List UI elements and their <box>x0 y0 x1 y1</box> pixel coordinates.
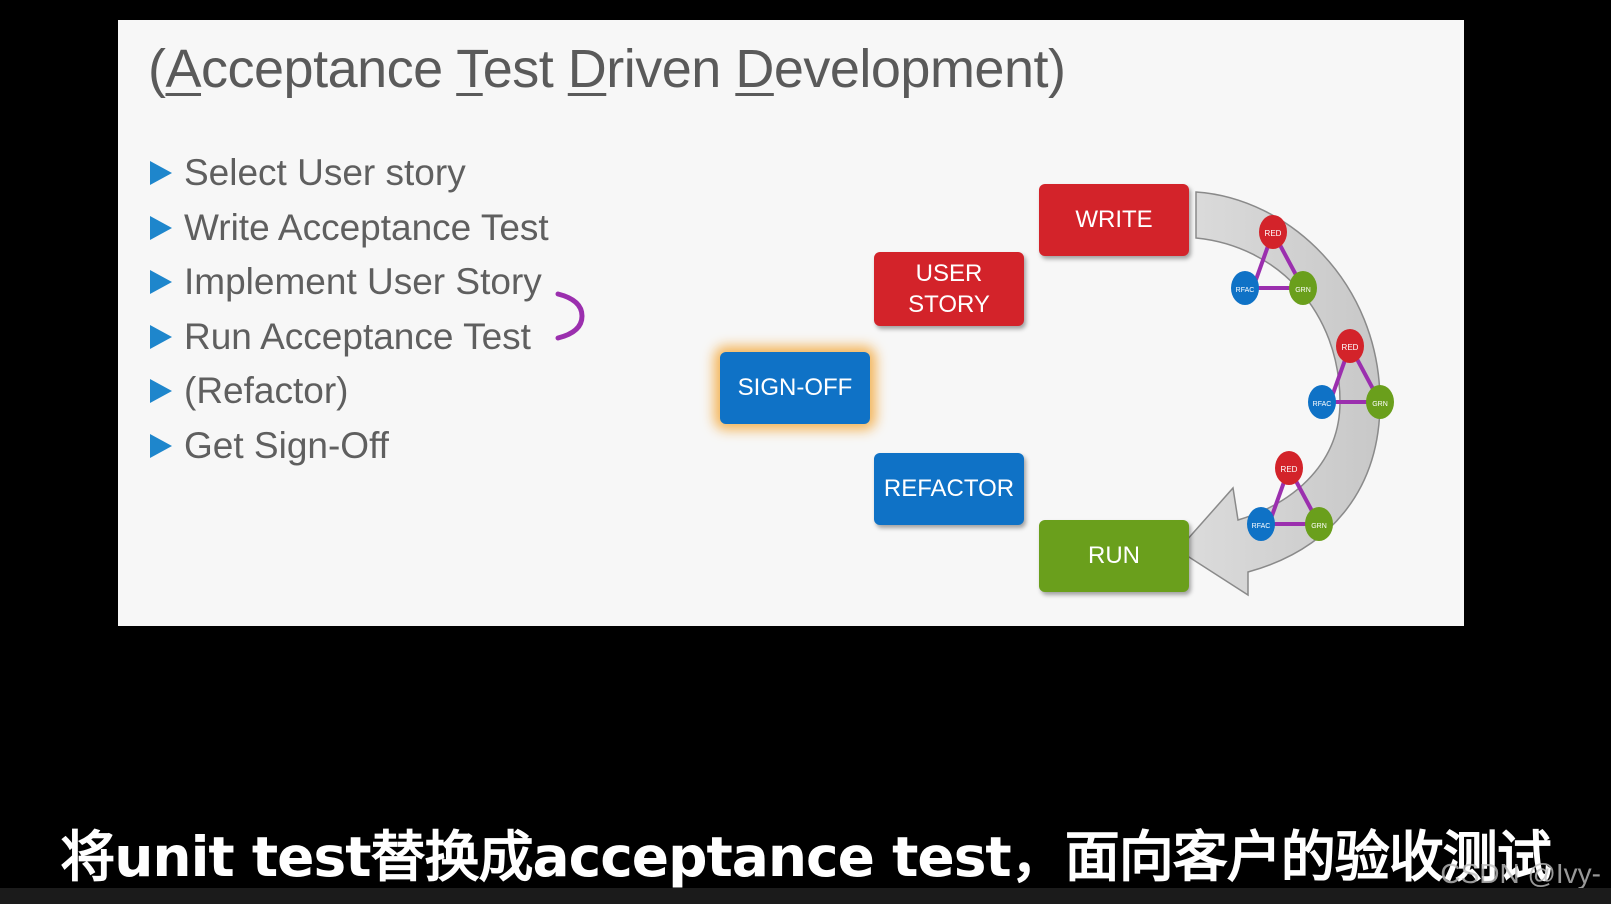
red-label: RED <box>1265 229 1282 238</box>
bullet-text: Get Sign-Off <box>184 424 389 466</box>
title-part: est <box>482 39 568 99</box>
sign-off-box: SIGN-OFF <box>720 352 870 424</box>
bullet-text: Select User story <box>184 152 466 194</box>
title-part: D <box>567 39 607 99</box>
refactor-label: RFAC <box>1252 523 1271 530</box>
bullet-item: Select User story <box>150 146 549 201</box>
mini-tdd-cycle: RED GRN RFAC <box>1231 215 1317 305</box>
write-box: WRITE <box>1039 184 1189 256</box>
green-label: GRN <box>1295 287 1311 294</box>
bullet-item: Get Sign-Off <box>150 419 549 474</box>
presentation-slide: (Acceptance Test Driven Development) Sel… <box>118 20 1464 626</box>
title-part: cceptance <box>201 39 457 99</box>
title-part: D <box>735 39 774 99</box>
bullet-triangle-icon <box>150 433 172 458</box>
slide-title: (Acceptance Test Driven Development) <box>148 38 1066 100</box>
bullet-item: Implement User Story <box>150 255 549 310</box>
bullet-triangle-icon <box>150 270 172 295</box>
run-label: RUN <box>1088 542 1140 570</box>
bullet-triangle-icon <box>150 215 172 240</box>
refactor-label: RFAC <box>1313 401 1332 408</box>
bullet-triangle-icon <box>150 324 172 349</box>
title-part: T <box>456 39 483 99</box>
watermark: CSDN @Ivy- <box>1440 858 1601 889</box>
green-label: GRN <box>1311 523 1327 530</box>
red-label: RED <box>1281 465 1298 474</box>
mini-tdd-cycle: RED GRN RFAC <box>1308 329 1394 419</box>
refactor-label: REFACTOR <box>883 475 1015 503</box>
title-part: ( <box>148 39 166 99</box>
bullet-item: Write Acceptance Test <box>150 201 549 256</box>
sign-off-label: SIGN-OFF <box>737 374 853 402</box>
user-story-label-line1: USER <box>915 259 983 287</box>
bullet-triangle-icon <box>150 379 172 404</box>
refactor-label: RFAC <box>1236 287 1255 294</box>
cycle-arrow-icon <box>1176 191 1381 597</box>
run-box: RUN <box>1039 520 1189 592</box>
bullet-text: (Refactor) <box>184 370 349 412</box>
video-subtitle: 将unit test替换成acceptance test，面向客户的验收测试 <box>60 825 1551 889</box>
bullet-text: Run Acceptance Test <box>184 315 531 357</box>
bullet-text: Implement User Story <box>184 261 542 303</box>
title-part: evelopment) <box>773 39 1066 99</box>
refactor-box: REFACTOR <box>874 453 1024 525</box>
mini-tdd-cycle: RED GRN RFAC <box>1247 451 1333 541</box>
green-label: GRN <box>1372 401 1388 408</box>
player-bottom-strip <box>0 888 1611 904</box>
atdd-cycle-diagram: RED GRN RFAC RED GRN RFAC <box>1176 191 1394 597</box>
bullet-text: Write Acceptance Test <box>184 206 549 248</box>
bullet-item: (Refactor) <box>150 364 549 419</box>
title-part: riven <box>606 39 736 99</box>
user-story-label-line2: STORY <box>908 291 990 318</box>
bullet-triangle-icon <box>150 161 172 186</box>
title-part: A <box>165 39 202 99</box>
bullet-item: Run Acceptance Test <box>150 310 549 365</box>
red-label: RED <box>1342 343 1359 352</box>
user-story-box: USER STORY <box>874 252 1024 326</box>
bullet-list: Select User story Write Acceptance Test … <box>150 146 549 473</box>
purple-bracket-icon <box>555 291 585 341</box>
write-label: WRITE <box>1075 206 1153 234</box>
